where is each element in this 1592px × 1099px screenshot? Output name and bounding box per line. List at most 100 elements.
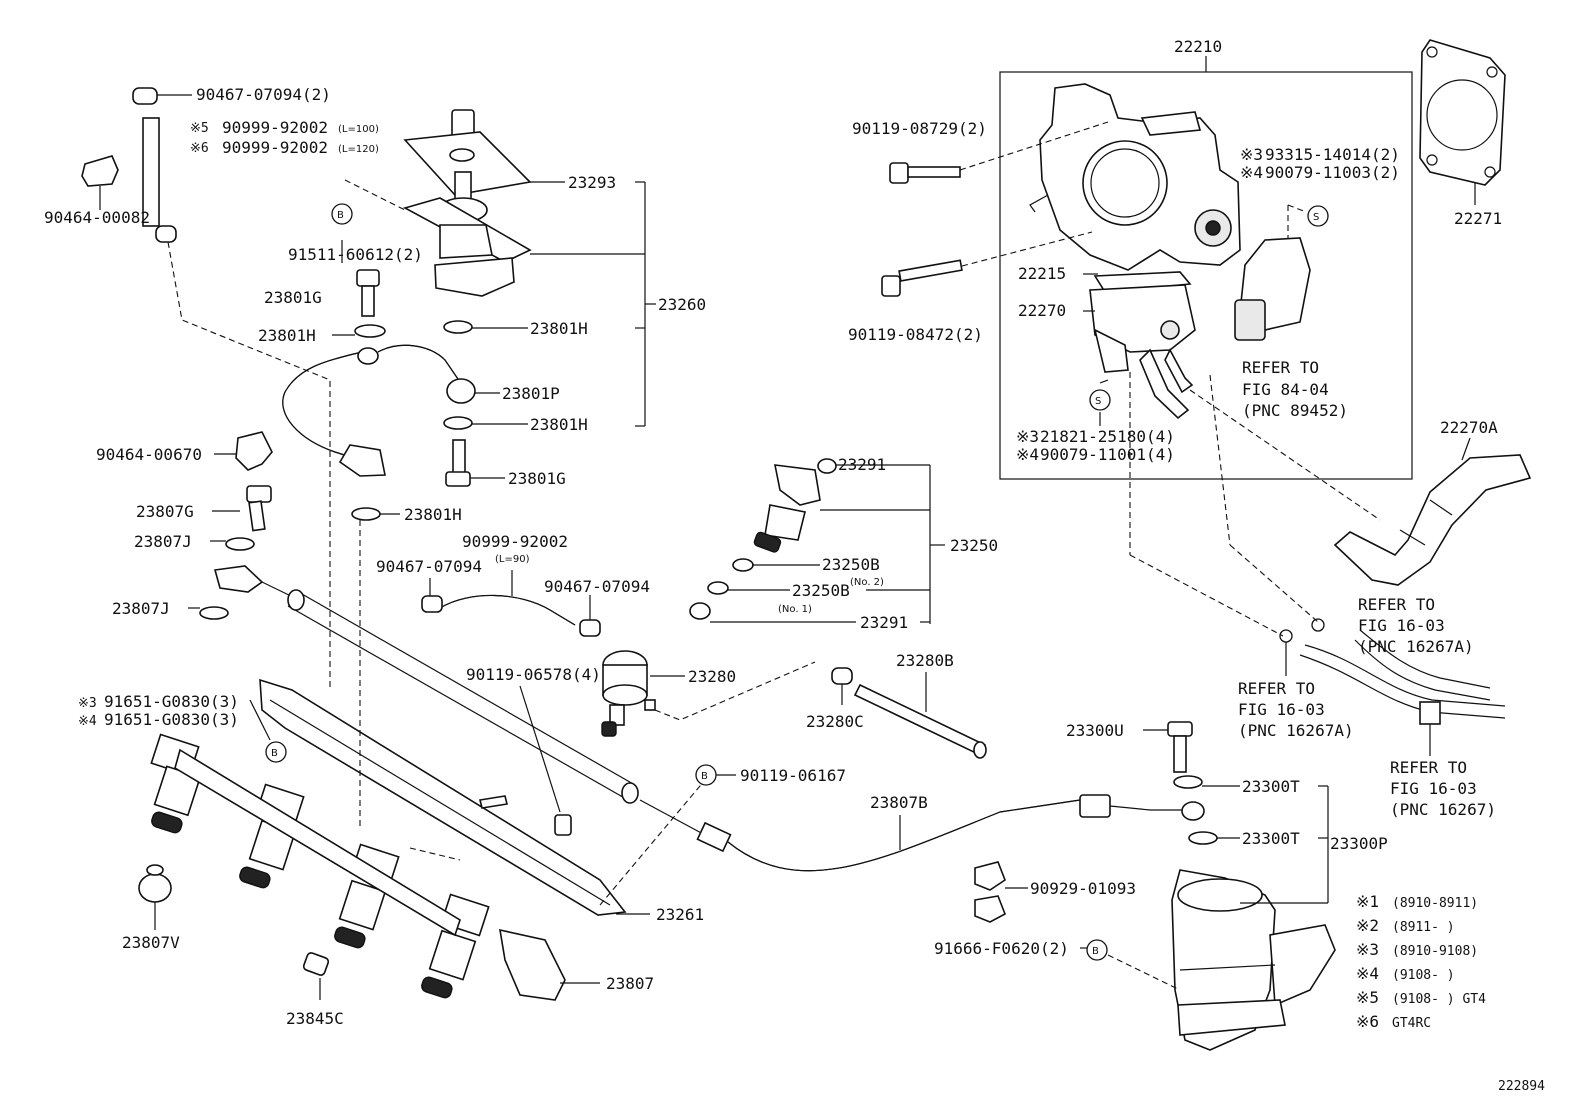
label-23250: 23250 [950,536,998,555]
label-90999-92002-l120: 90999-92002 [222,138,328,157]
washer-23807J-b-drawing [199,606,229,620]
sub-l90: (L=90) [495,554,530,565]
pressure-regulator-23280-drawing [601,650,656,737]
label-90999-92002-l100: 90999-92002 [222,118,328,137]
label-90464-00082: 90464-00082 [44,208,150,227]
label-23807J-a: 23807J [134,532,192,551]
hose-22270A-drawing [1333,454,1532,586]
mark-3-a: ※3 [1240,145,1263,164]
throttle-cable-23807B-drawing [639,794,1205,872]
mark-5: ※5 [190,121,209,136]
bolt-23300U-drawing [1167,721,1193,773]
label-23280C: 23280C [806,712,864,731]
fuel-delivery-rail-drawing [213,565,639,916]
legend-4: (9108- ) [1392,968,1455,983]
hose-clamp-top-drawing [81,87,177,243]
ref-16b-line1: REFER TO [1238,679,1315,698]
badge-b-c: B [695,764,717,786]
washer-23300T-b-drawing [1188,831,1218,845]
svg-text:B: B [271,748,278,759]
union-bolt-23807G-drawing [246,485,272,532]
mark-6: ※6 [190,141,209,156]
union-bolt-23801G-b-drawing [445,439,471,487]
diagram-id: 222894 [1498,1079,1545,1094]
label-23280: 23280 [688,667,736,686]
clip-90929-drawing [974,861,1007,923]
label-23807B: 23807B [870,793,928,812]
fuel-pipe-drawing [282,344,476,477]
label-90467-07094-top: 90467-07094(2) [196,85,331,104]
ref-16c-line3: (PNC 16267) [1390,800,1496,819]
label-91651-G0830-4: 91651-G0830(3) [104,710,239,729]
label-91511-60612: 91511-60612(2) [288,245,423,264]
svg-text:S: S [1095,396,1101,407]
washer-23801H-a-drawing [354,324,386,338]
label-23807: 23807 [606,974,654,993]
svg-text:B: B [337,210,344,221]
label-21821-25180: 21821-25180(4) [1040,427,1175,446]
label-90119-08472: 90119-08472(2) [848,325,983,344]
label-90467-07094-right: 90467-07094 [544,577,650,596]
union-bolt-23801G-drawing [356,269,380,317]
legend-mark-5: ※5 [1356,988,1379,1007]
clip-23280C-drawing [831,667,853,685]
fuel-hose-90999-drawing [421,594,601,637]
ref-84-line3: (PNC 89452) [1242,401,1348,420]
label-23291-a: 23291 [838,455,886,474]
svg-text:B: B [1092,946,1099,957]
label-23260: 23260 [658,295,706,314]
vacuum-hoses-drawing [1299,629,1506,725]
legend-3: (8910-9108) [1392,944,1478,959]
label-90119-06578: 90119-06578(4) [466,665,601,684]
label-90079-11001: 90079-11001(4) [1040,445,1175,464]
gasket-22215-drawing [1093,271,1192,293]
badge-b-d: B [1086,939,1108,961]
legend-5: (9108- ) GT4 [1392,992,1486,1007]
ref-16a-line1: REFER TO [1358,595,1435,614]
cruise-actuator-23300P-drawing [1171,869,1336,1051]
ref-16a-line3: (PNC 16267A) [1358,637,1474,656]
idle-air-control-22270-drawing [1089,284,1196,420]
label-23845C: 23845C [286,1009,344,1028]
label-23250B-b: 23250B [792,581,850,600]
label-23801H-d: 23801H [404,505,462,524]
label-23801G-a: 23801G [264,288,322,307]
injector-23250-drawing [689,458,837,620]
label-23293: 23293 [568,173,616,192]
badge-s-a: S [1307,205,1329,227]
label-22270: 22270 [1018,301,1066,320]
label-23801H-a: 23801H [258,326,316,345]
ref-84-line1: REFER TO [1242,358,1319,377]
label-23250B-a: 23250B [822,555,880,574]
label-90464-00670: 90464-00670 [96,445,202,464]
mark-4-a: ※4 [1240,163,1263,182]
label-22215: 22215 [1018,264,1066,283]
label-23801H-c: 23801H [530,415,588,434]
legend-mark-3: ※3 [1356,940,1379,959]
ref-16c-line2: FIG 16-03 [1390,779,1477,798]
injectors-drawing [150,733,566,1001]
label-23807V: 23807V [122,933,180,952]
legend-mark-1: ※1 [1356,892,1379,911]
bolt-90119-08729-drawing [889,121,1109,184]
mark-3-c: ※3 [78,696,97,711]
label-23300T-a: 23300T [1242,777,1300,796]
throttle-position-sensor-drawing [1234,237,1311,341]
mark-4-b: ※4 [1016,445,1039,464]
svg-text:B: B [701,771,708,782]
legend-mark-2: ※2 [1356,916,1379,935]
legend: ※1 (8910-8911) ※2 (8911- ) ※3 (8910-9108… [1356,892,1486,1031]
ref-16a-line2: FIG 16-03 [1358,616,1445,635]
legend-6: GT4RC [1392,1016,1431,1031]
washer-23801H-b-drawing [443,320,473,334]
label-23300U: 23300U [1066,721,1124,740]
label-90119-06167: 90119-06167 [740,766,846,785]
label-90999-92002-l90: 90999-92002 [462,532,568,551]
label-90079-11003: 90079-11003(2) [1265,163,1400,182]
collar-23845C-drawing [302,952,330,976]
label-23807G: 23807G [136,502,194,521]
label-23291-b: 23291 [860,613,908,632]
sub-l120: (L=120) [338,144,379,155]
label-93315-14014: 93315-14014(2) [1265,145,1400,164]
